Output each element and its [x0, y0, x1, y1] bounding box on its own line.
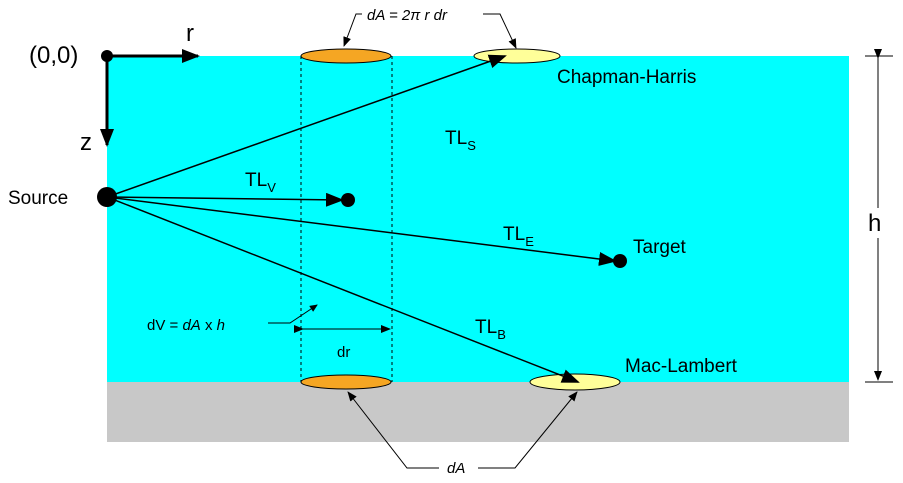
tl-echo-label: TLE	[503, 224, 534, 249]
dv-formula: dV = dA x h	[147, 317, 225, 334]
tl-volume-label: TLV	[245, 170, 276, 195]
source-point	[97, 187, 117, 207]
cylinder-bottom-cap	[300, 374, 392, 390]
target-label: Target	[633, 237, 687, 258]
z-axis-label: z	[80, 129, 92, 156]
tl-surface-label: TLS	[445, 128, 476, 153]
depth-label-gap	[866, 208, 890, 238]
bottom-patch	[529, 373, 621, 391]
da-bottom-label: dA	[447, 460, 465, 477]
da-top-formula: dA = 2π r dr	[367, 7, 448, 24]
surface-model-label: Chapman-Harris	[557, 67, 696, 88]
r-axis-label: r	[186, 20, 194, 47]
bottom-model-label: Mac-Lambert	[625, 356, 738, 377]
source-label: Source	[8, 188, 68, 209]
depth-label: h	[868, 210, 881, 237]
tl-bottom-label: TLB	[475, 317, 506, 342]
target-point	[613, 254, 627, 268]
surface-path	[106, 54, 507, 198]
dr-label: dr	[337, 344, 350, 361]
origin-label: (0,0)	[29, 42, 78, 69]
da-bottom-leader-right	[478, 391, 578, 469]
da-bottom-leader-left	[347, 391, 439, 469]
da-top-leader-left	[343, 13, 362, 47]
origin-point	[101, 50, 113, 62]
da-top-leader-right	[483, 13, 517, 49]
dv-leader	[268, 304, 318, 324]
volume-scatter-point	[341, 193, 355, 207]
cylinder-top-cap	[300, 48, 392, 64]
echo-path	[106, 196, 617, 266]
water-column	[107, 56, 849, 382]
volume-path	[106, 192, 344, 207]
bottom-path	[106, 196, 580, 383]
seabed	[107, 382, 849, 442]
surface-patch	[473, 48, 561, 64]
